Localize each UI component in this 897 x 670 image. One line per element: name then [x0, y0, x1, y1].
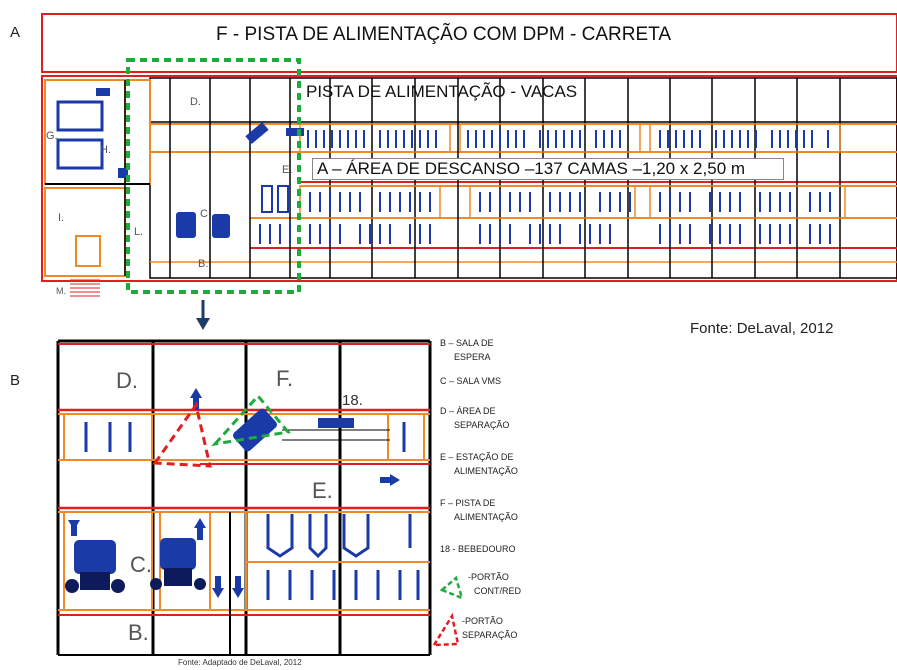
trough-18-label: 18. [342, 392, 363, 409]
plan-a [41, 13, 897, 330]
stairs [70, 279, 100, 297]
gate-red [152, 401, 212, 468]
room-l-label: L. [134, 226, 144, 238]
gate-green [211, 393, 291, 447]
left-rooms [44, 79, 151, 277]
plan-b [56, 339, 464, 656]
panel-label-a: A [10, 24, 21, 41]
room-d-label: D. [190, 96, 201, 108]
room-e-label: E. [282, 164, 293, 176]
water-trough [318, 418, 354, 428]
source-bottom: Fonte: Adaptado de DeLaval, 2012 [178, 658, 302, 667]
room-c-label: C. [200, 208, 211, 220]
feed-lane-title: F - PISTA DE ALIMENTAÇÃO COM DPM - CARRE… [216, 24, 671, 45]
zoom-arrow-head [196, 318, 210, 330]
source-top: Fonte: DeLaval, 2012 [690, 320, 834, 337]
feed-lane-outline [41, 13, 897, 73]
room-c-b-label: C. [130, 552, 152, 577]
vms-robots-small [176, 122, 304, 238]
flow-arrows [68, 388, 400, 598]
legend-gate-red-icon [431, 612, 460, 647]
b-cubicles-bottom [266, 570, 420, 600]
cow-feed-lane-title: PISTA DE ALIMENTAÇÃO - VACAS [306, 82, 578, 101]
legend-c: C – SALA VMS [440, 376, 502, 386]
legend-18: 18 - BEBEDOURO [440, 544, 516, 554]
panel-label-b: B [10, 372, 21, 389]
zoom-highlight-box [126, 58, 301, 294]
room-h-label: H. [100, 144, 111, 156]
room-f-b-label: F. [276, 366, 294, 391]
cubicles-row-3 [259, 224, 831, 244]
room-b-b-label: B. [128, 620, 149, 645]
legend-gate-green-icon [439, 575, 464, 601]
vms-robot-1 [65, 540, 125, 593]
cubicles-row-1 [307, 130, 829, 148]
room-b-label: B. [198, 258, 209, 270]
tank-equipment [56, 88, 128, 178]
room-i-label: I. [58, 212, 65, 224]
barn-outline [41, 75, 897, 282]
room-d-b-label: D. [116, 368, 138, 393]
room-e-b-label: E. [312, 478, 333, 503]
room-m-label: M. [56, 286, 66, 296]
cubicles-row-2 [309, 192, 831, 212]
rest-area-title: A – ÁREA DE DESCANSO –137 CAMAS –1,20 x … [312, 158, 785, 180]
room-g-label: G. [46, 130, 58, 142]
feeding-stations [266, 514, 370, 559]
b-cubicles-left [84, 422, 412, 548]
vms-robot-2 [150, 538, 206, 590]
